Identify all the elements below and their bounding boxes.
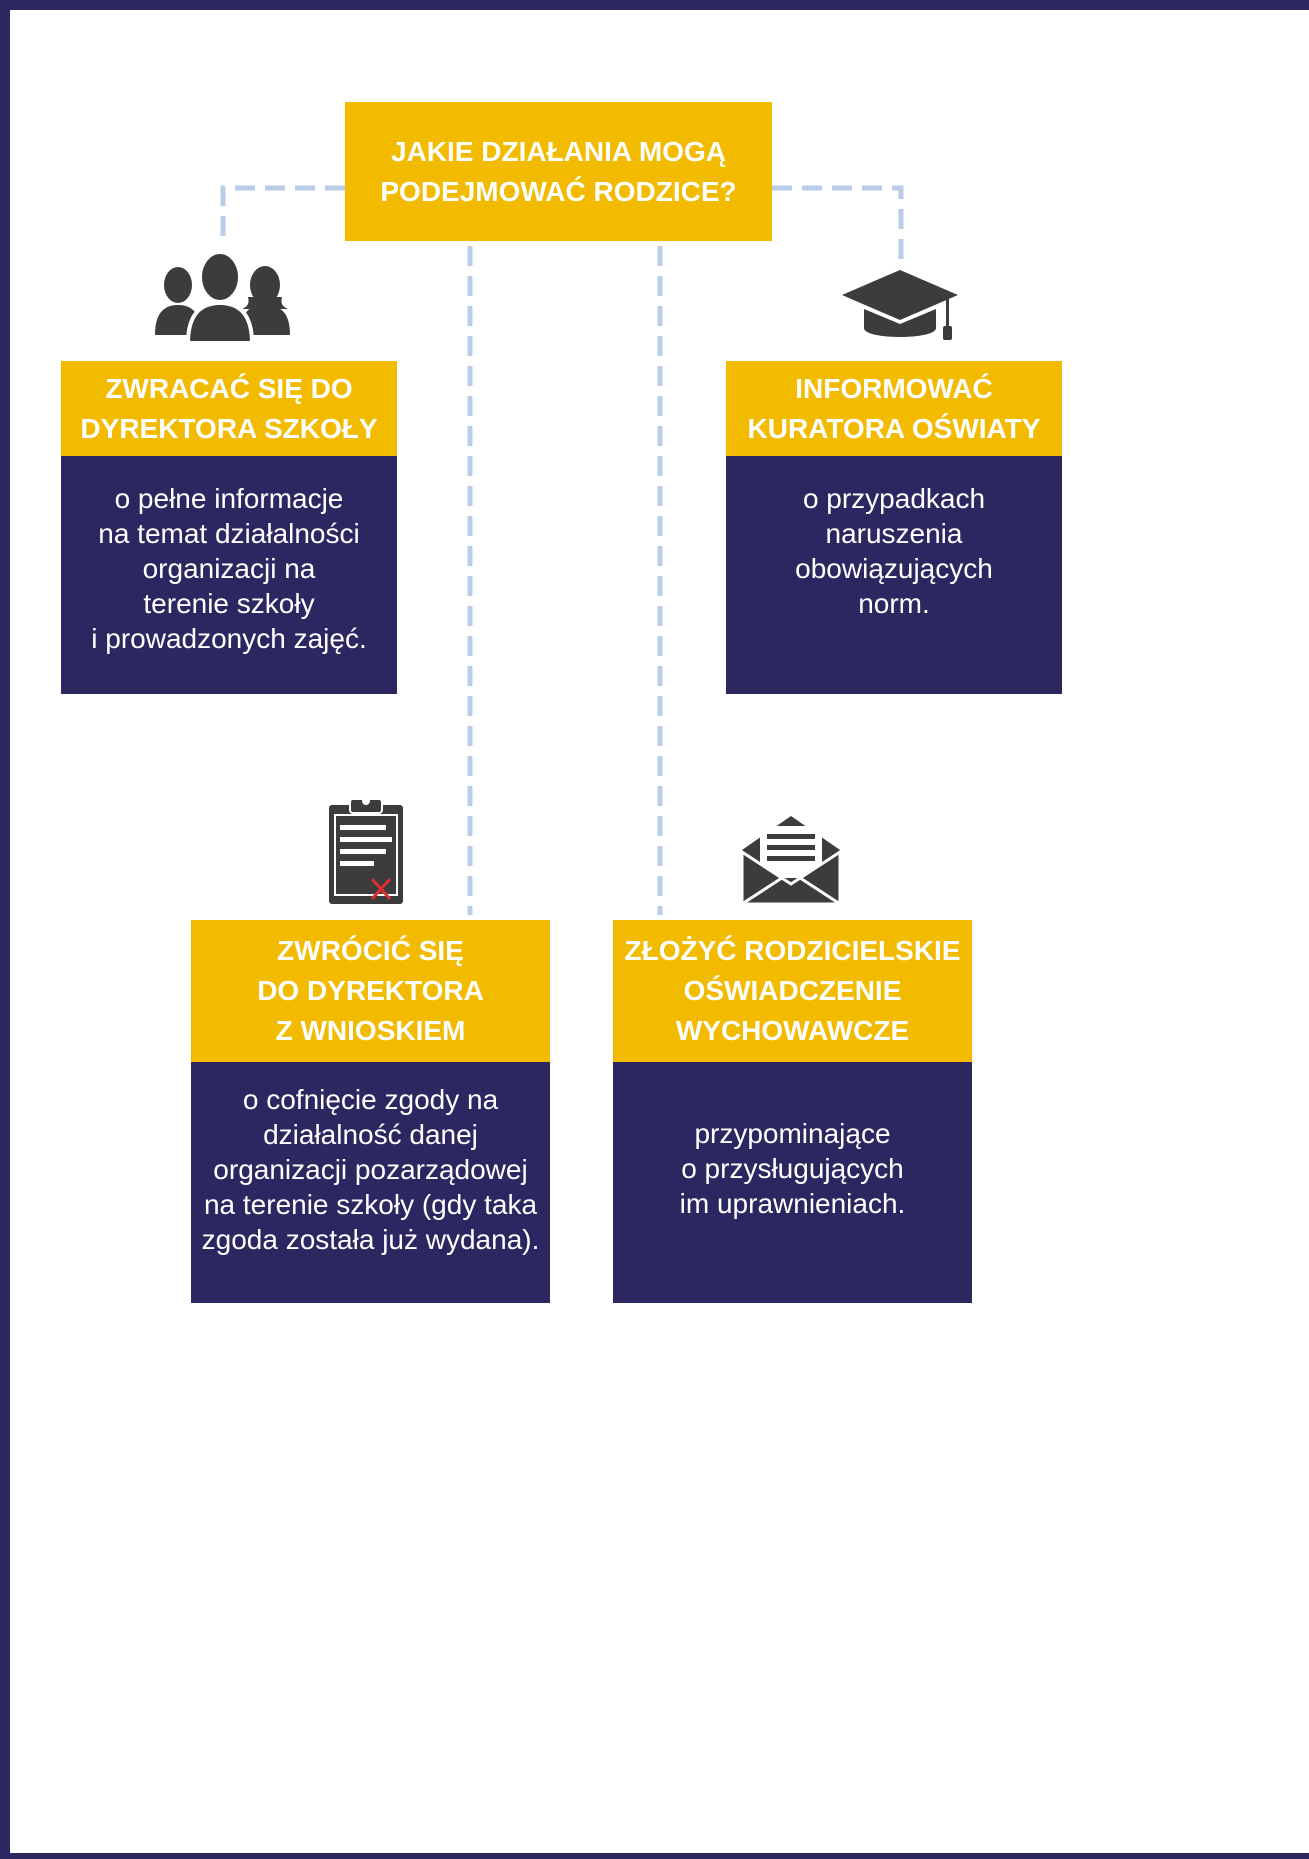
action-box-declaration-title: ZŁOŻYĆ RODZICIELSKIE OŚWIADCZENIE WYCHOW… (613, 920, 972, 1062)
connector-root-to-left (220, 185, 345, 245)
action-box-principal-description: o pełne informacje na temat działalności… (61, 456, 397, 694)
action-title: ZWRÓCIĆ SIĘ DO DYREKTORA Z WNIOSKIEM (257, 935, 484, 1046)
root-question-title: JAKIE DZIAŁANIA MOGĄ PODEJMOWAĆ RODZICE? (380, 135, 737, 207)
clipboard-icon (329, 797, 403, 904)
action-box-request-description: o cofnięcie zgody na działalność danej o… (191, 1062, 550, 1303)
action-title: ZŁOŻYĆ RODZICIELSKIE OŚWIADCZENIE WYCHOW… (624, 935, 961, 1046)
action-box-principal-title: ZWRACAĆ SIĘ DO DYREKTORA SZKOŁY (61, 361, 397, 456)
action-box-curator-description: o przypadkach naruszenia obowiązujących … (726, 456, 1062, 694)
connector-root-to-right (772, 185, 904, 268)
envelope-icon (740, 816, 842, 906)
action-box-declaration-description: przypominające o przysługujących im upra… (613, 1062, 972, 1303)
action-box-curator-title: INFORMOWAĆ KURATORA OŚWIATY (726, 361, 1062, 456)
action-title: ZWRACAĆ SIĘ DO DYREKTORA SZKOŁY (80, 372, 378, 444)
people-icon (155, 250, 290, 345)
graduation-cap-icon (842, 270, 958, 340)
action-description: o cofnięcie zgody na działalność danej o… (201, 1084, 540, 1255)
action-title: INFORMOWAĆ KURATORA OŚWIATY (747, 372, 1041, 444)
action-description: o przypadkach naruszenia obowiązujących … (795, 483, 993, 619)
action-description: o pełne informacje na temat działalności… (91, 483, 367, 654)
root-question-box: JAKIE DZIAŁANIA MOGĄ PODEJMOWAĆ RODZICE? (345, 102, 772, 241)
action-description: przypominające o przysługujących im upra… (679, 1118, 906, 1219)
action-box-request-title: ZWRÓCIĆ SIĘ DO DYREKTORA Z WNIOSKIEM (191, 920, 550, 1062)
